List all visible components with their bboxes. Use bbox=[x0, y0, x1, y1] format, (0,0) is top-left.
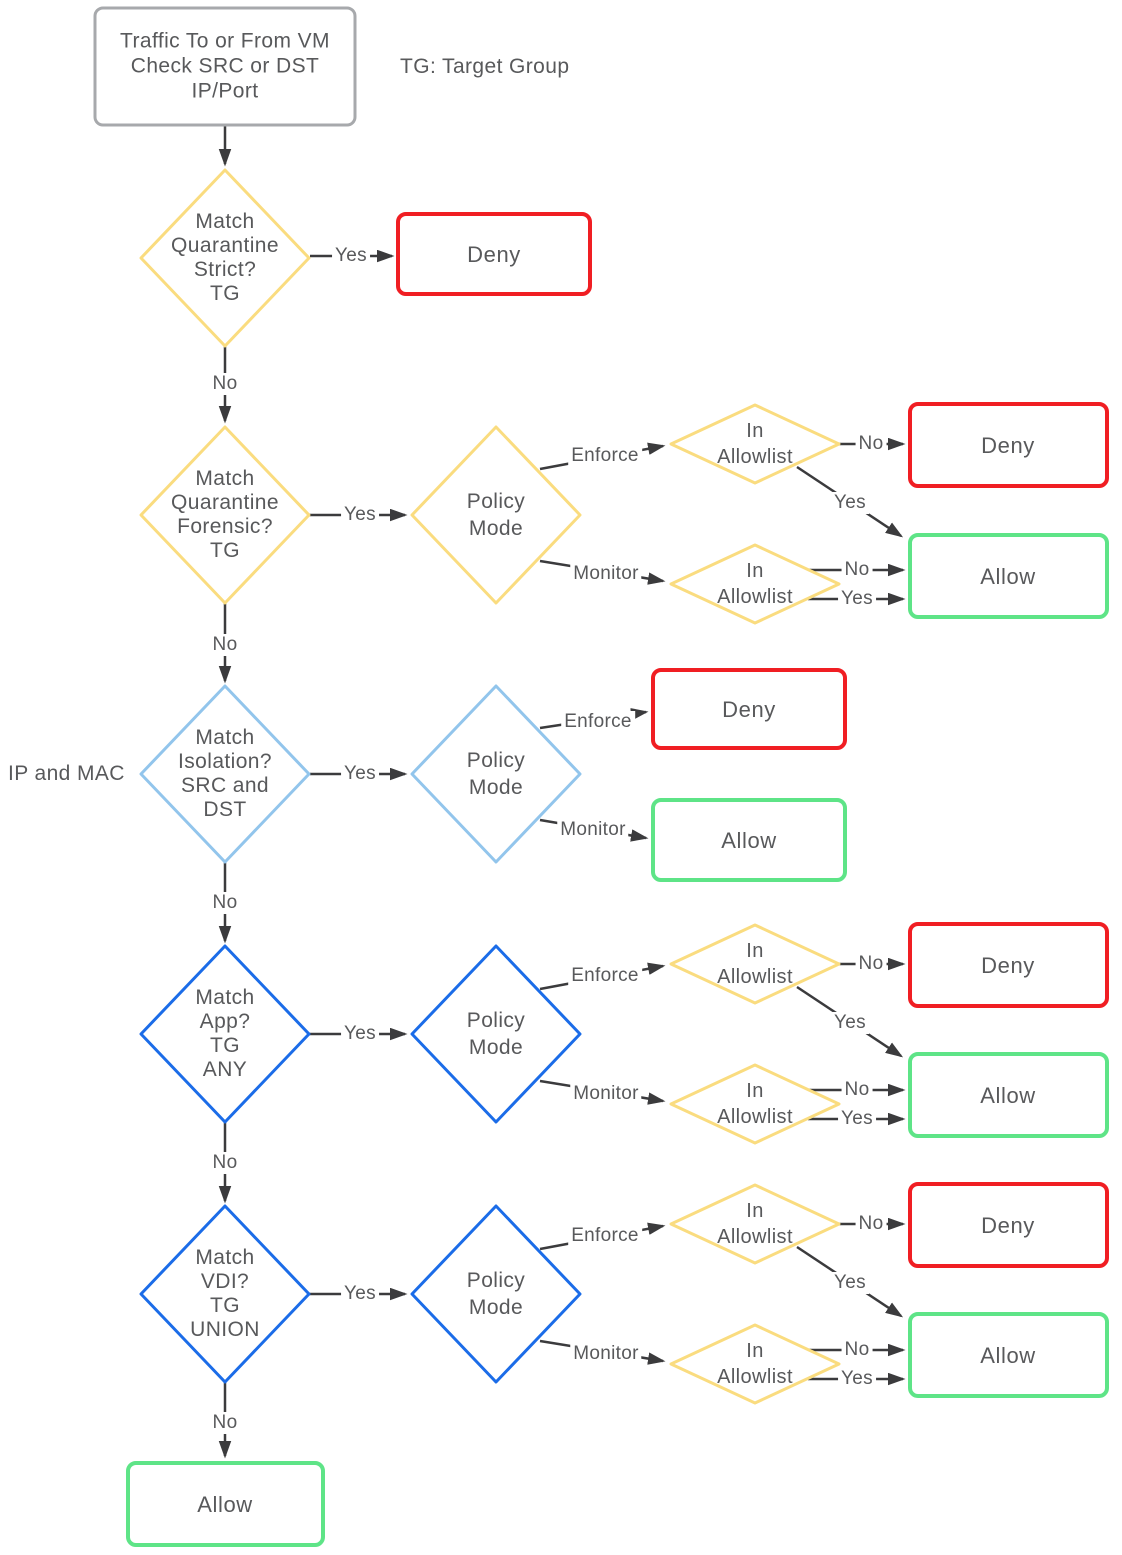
edge-label-vdi-monitor: Monitor bbox=[570, 1343, 642, 1365]
deny-isolation-label: Deny bbox=[722, 697, 776, 722]
edge-label-allowlist4b-yes: Yes bbox=[838, 1108, 876, 1130]
edge-label-app-monitor: Monitor bbox=[570, 1083, 642, 1105]
allow-forensic-shape bbox=[908, 533, 1109, 619]
allow-vdi-label: Allow bbox=[980, 1343, 1036, 1368]
edge-label-isolation-yes: Yes bbox=[341, 763, 379, 785]
policy-mode-vdi-shape bbox=[410, 1204, 582, 1384]
edge-label-allowlist5t-no: No bbox=[855, 1213, 887, 1235]
allow-forensic-label: Allow bbox=[980, 564, 1036, 589]
edge-label-allowlist2t-no: No bbox=[855, 433, 887, 455]
in-allowlist-app-monitor-shape bbox=[669, 1063, 841, 1145]
edge-label-forensic-enforce: Enforce bbox=[568, 445, 642, 467]
allow-app-shape bbox=[908, 1052, 1109, 1138]
edge-label-vdi-yes: Yes bbox=[341, 1283, 379, 1305]
in-allowlist-forensic-monitor-label: In Allowlist bbox=[717, 560, 793, 608]
decision-quarantine-forensic-label: Match Quarantine Forensic? TG bbox=[171, 467, 279, 562]
edge-label-app-no: No bbox=[209, 1152, 241, 1174]
deny-forensic-shape bbox=[908, 402, 1109, 488]
edge-label-forensic-yes: Yes bbox=[341, 504, 379, 526]
tg-legend: TG: Target Group bbox=[400, 55, 570, 78]
edge-label-vdi-enforce: Enforce bbox=[568, 1225, 642, 1247]
edge-label-allowlist2b-no: No bbox=[841, 559, 873, 581]
ip-and-mac-annotation: IP and MAC bbox=[8, 762, 125, 785]
in-allowlist-vdi-enforce-shape bbox=[669, 1183, 841, 1265]
deny-strict-shape bbox=[396, 212, 592, 296]
edge-label-allowlist5b-yes: Yes bbox=[838, 1368, 876, 1390]
allow-final-label: Allow bbox=[197, 1492, 253, 1517]
allow-vdi-shape bbox=[908, 1312, 1109, 1398]
edge-label-isolation-no: No bbox=[209, 892, 241, 914]
edge-label-allowlist4t-yes: Yes bbox=[831, 1012, 869, 1034]
decision-app-shape bbox=[139, 944, 311, 1124]
in-allowlist-app-enforce-label: In Allowlist bbox=[717, 940, 793, 988]
start-node-label: Traffic To or From VM Check SRC or DST I… bbox=[120, 29, 330, 104]
in-allowlist-app-monitor-label: In Allowlist bbox=[717, 1080, 793, 1128]
edge-label-vdi-no: No bbox=[209, 1412, 241, 1434]
in-allowlist-vdi-enforce-label: In Allowlist bbox=[717, 1200, 793, 1248]
edge-label-strict-no: No bbox=[209, 373, 241, 395]
edge-label-strict-yes: Yes bbox=[332, 245, 370, 267]
allow-app-label: Allow bbox=[980, 1083, 1036, 1108]
allow-isolation-shape bbox=[651, 798, 847, 882]
decision-vdi-label: Match VDI? TG UNION bbox=[190, 1246, 260, 1341]
policy-mode-app-shape bbox=[410, 944, 582, 1124]
policy-mode-app-label: Policy Mode bbox=[466, 1009, 526, 1059]
edge-label-allowlist5b-no: No bbox=[841, 1339, 873, 1361]
edge-label-isolation-monitor: Monitor bbox=[557, 819, 629, 841]
allow-isolation-label: Allow bbox=[721, 828, 777, 853]
policy-mode-isolation-shape bbox=[410, 684, 582, 864]
in-allowlist-vdi-monitor-shape bbox=[669, 1323, 841, 1405]
decision-quarantine-forensic-shape bbox=[139, 425, 311, 605]
policy-mode-forensic-label: Policy Mode bbox=[466, 490, 526, 540]
start-line-3: IP/Port bbox=[191, 79, 259, 103]
deny-forensic-label: Deny bbox=[981, 433, 1035, 458]
edge-label-allowlist4b-no: No bbox=[841, 1079, 873, 1101]
deny-isolation-shape bbox=[651, 668, 847, 750]
edge-label-allowlist5t-yes: Yes bbox=[831, 1272, 869, 1294]
decision-isolation-label: Match Isolation? SRC and DST bbox=[178, 726, 272, 821]
policy-mode-isolation-label: Policy Mode bbox=[466, 749, 526, 799]
deny-vdi-label: Deny bbox=[981, 1213, 1035, 1238]
decision-app-label: Match App? TG ANY bbox=[195, 986, 255, 1081]
in-allowlist-forensic-monitor-shape bbox=[669, 543, 841, 625]
start-line-1: Traffic To or From VM bbox=[120, 29, 330, 53]
edge-label-forensic-no: No bbox=[209, 634, 241, 656]
decision-quarantine-strict-shape bbox=[139, 168, 311, 348]
deny-app-label: Deny bbox=[981, 953, 1035, 978]
start-line-2: Check SRC or DST bbox=[130, 54, 320, 78]
decision-isolation-shape bbox=[139, 684, 311, 864]
edge-label-isolation-enforce: Enforce bbox=[561, 711, 635, 733]
edge-label-allowlist2b-yes: Yes bbox=[838, 588, 876, 610]
in-allowlist-app-enforce-shape bbox=[669, 923, 841, 1005]
decision-quarantine-strict-label: Match Quarantine Strict? TG bbox=[171, 210, 279, 305]
policy-mode-vdi-label: Policy Mode bbox=[466, 1269, 526, 1319]
in-allowlist-vdi-monitor-label: In Allowlist bbox=[717, 1340, 793, 1388]
edge-label-forensic-monitor: Monitor bbox=[570, 563, 642, 585]
policy-mode-forensic-shape bbox=[410, 425, 582, 605]
edge-label-app-enforce: Enforce bbox=[568, 965, 642, 987]
edge-label-allowlist2t-yes: Yes bbox=[831, 492, 869, 514]
allow-final-shape bbox=[126, 1461, 325, 1547]
in-allowlist-forensic-enforce-label: In Allowlist bbox=[717, 420, 793, 468]
deny-strict-label: Deny bbox=[467, 242, 521, 267]
edge-label-app-yes: Yes bbox=[341, 1023, 379, 1045]
decision-vdi-shape bbox=[139, 1204, 311, 1384]
in-allowlist-forensic-enforce-shape bbox=[669, 403, 841, 485]
deny-app-shape bbox=[908, 922, 1109, 1008]
deny-vdi-shape bbox=[908, 1182, 1109, 1268]
start-node-shape bbox=[93, 6, 357, 127]
edge-label-allowlist4t-no: No bbox=[855, 953, 887, 975]
